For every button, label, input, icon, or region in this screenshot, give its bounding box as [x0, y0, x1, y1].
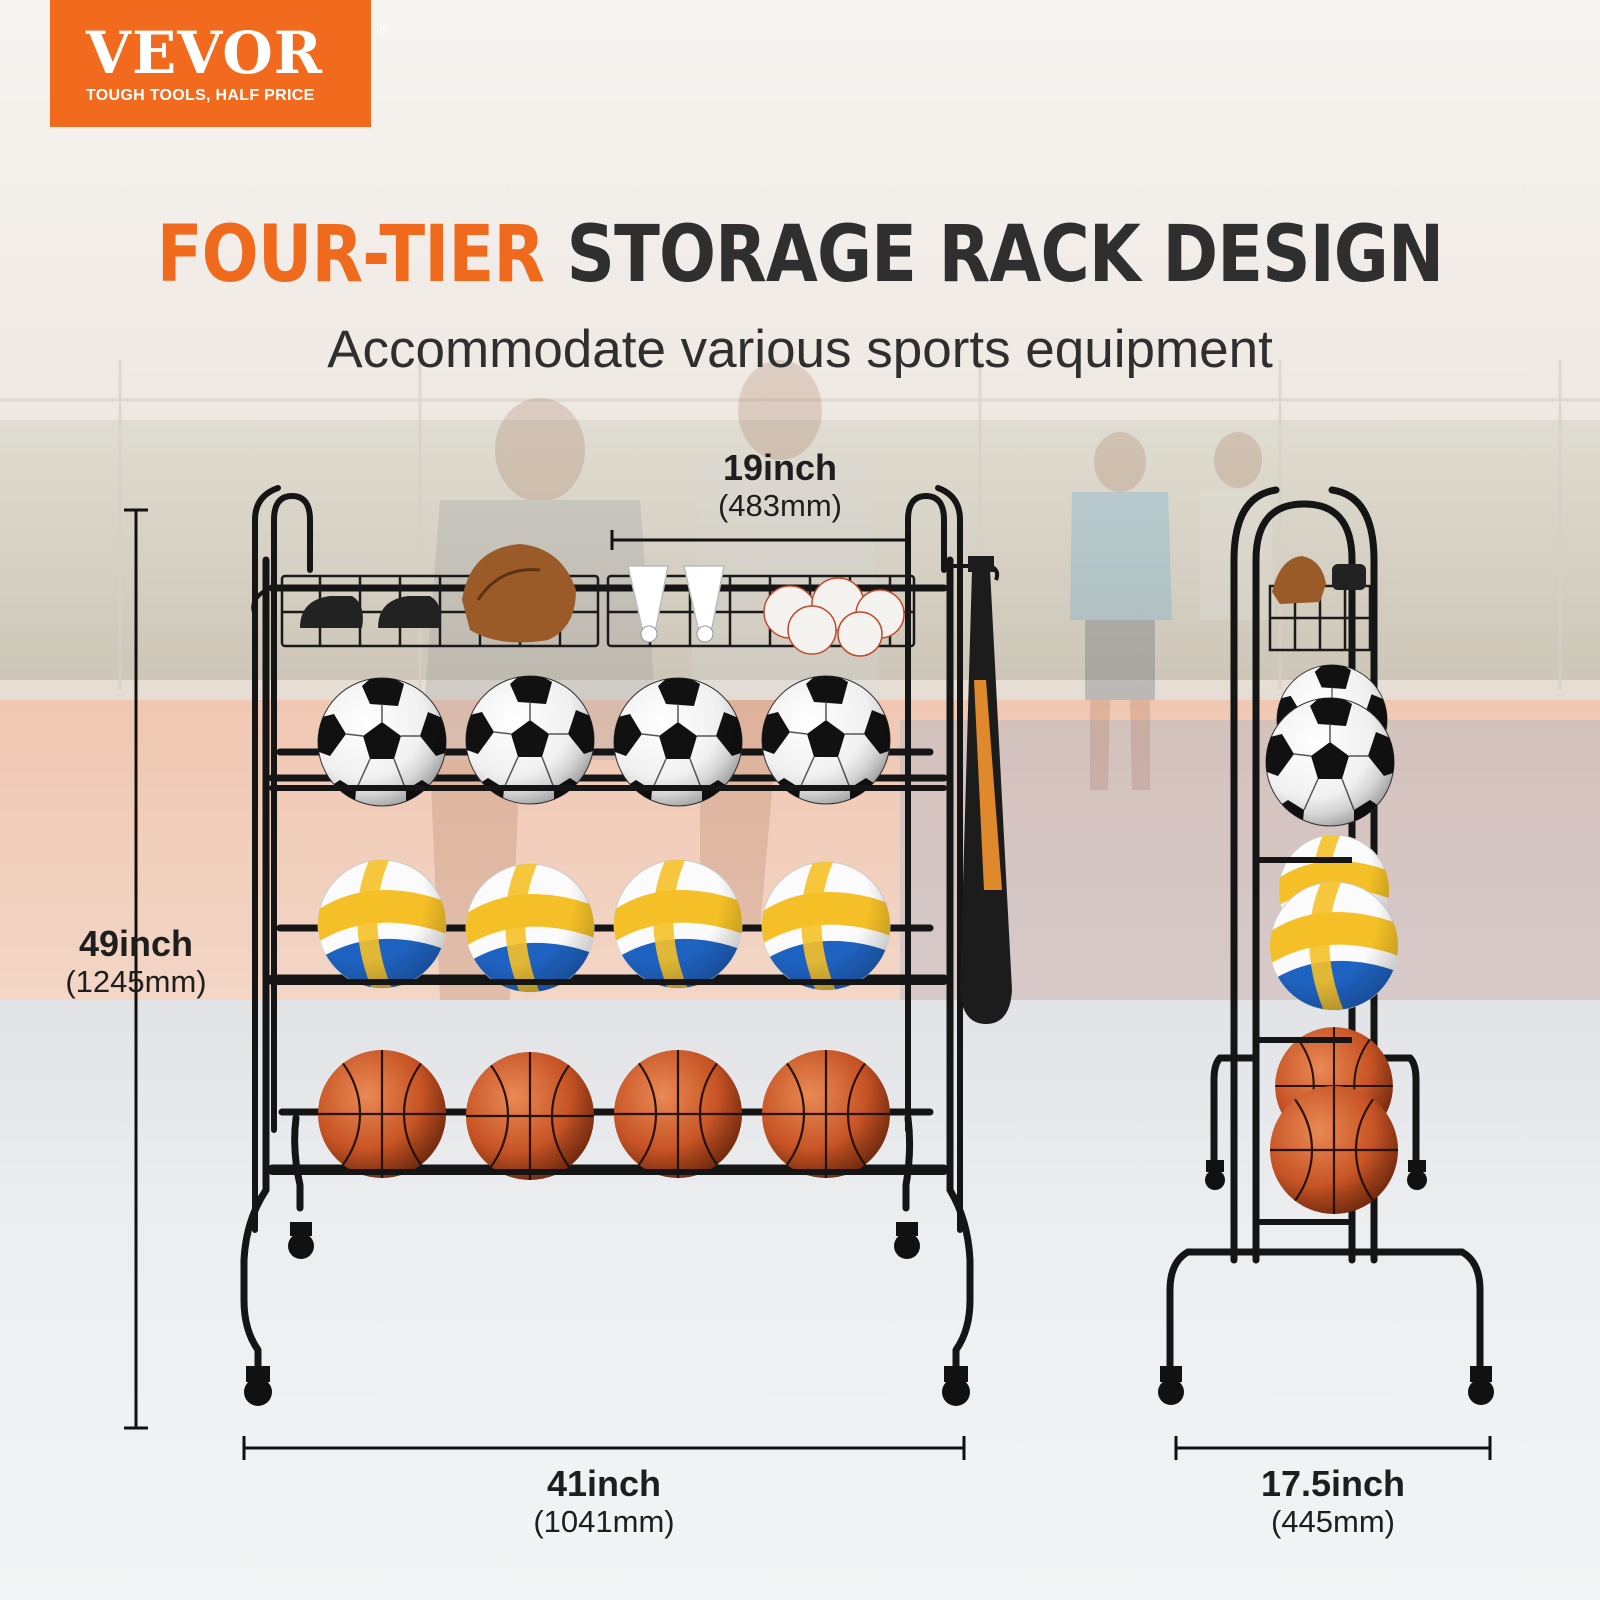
- dimension-lines: [124, 508, 1492, 1460]
- dimension-side-width-imperial: 17.5inch: [1260, 1463, 1406, 1504]
- brand-tagline: TOUGH TOOLS, HALF PRICE: [86, 86, 315, 104]
- brand-logo: VEVOR TOUGH TOOLS, HALF PRICE ®: [50, 0, 387, 127]
- dimension-width-imperial: 41inch: [546, 1463, 662, 1504]
- headline: FOUR-TIER STORAGE RACK DESIGN: [112, 205, 1488, 305]
- dimension-width: 41inch (1041mm): [484, 1464, 724, 1540]
- dimension-depth-top: 19inch (483mm): [660, 448, 900, 524]
- dimension-depth-top-metric: (483mm): [717, 488, 842, 523]
- dimension-side-width-metric: (445mm): [1270, 1504, 1395, 1539]
- basket-accessories: [300, 544, 905, 657]
- headline-highlight: FOUR-TIER: [156, 210, 545, 300]
- dimension-height-metric: (1245mm): [65, 964, 207, 999]
- soccer-ball-row: [308, 668, 898, 816]
- dimension-height: 49inch (1245mm): [36, 924, 236, 1000]
- dimension-height-imperial: 49inch: [78, 923, 194, 964]
- dimension-depth-top-imperial: 19inch: [722, 447, 838, 488]
- dimension-side-width: 17.5inch (445mm): [1213, 1464, 1453, 1540]
- baseball-bat: [960, 556, 1012, 1024]
- side-rack: [1158, 486, 1494, 1405]
- brand-logo-wordmark: VEVOR: [86, 18, 323, 87]
- registered-mark: ®: [377, 20, 388, 36]
- headline-rest: STORAGE RACK DESIGN: [566, 210, 1445, 300]
- background-fence: [0, 360, 1600, 690]
- front-rack: [240, 485, 1012, 1406]
- background-court-blue: [900, 720, 1600, 1000]
- dimension-width-metric: (1041mm): [533, 1504, 675, 1539]
- subheadline: Accommodate various sports equipment: [327, 320, 1273, 379]
